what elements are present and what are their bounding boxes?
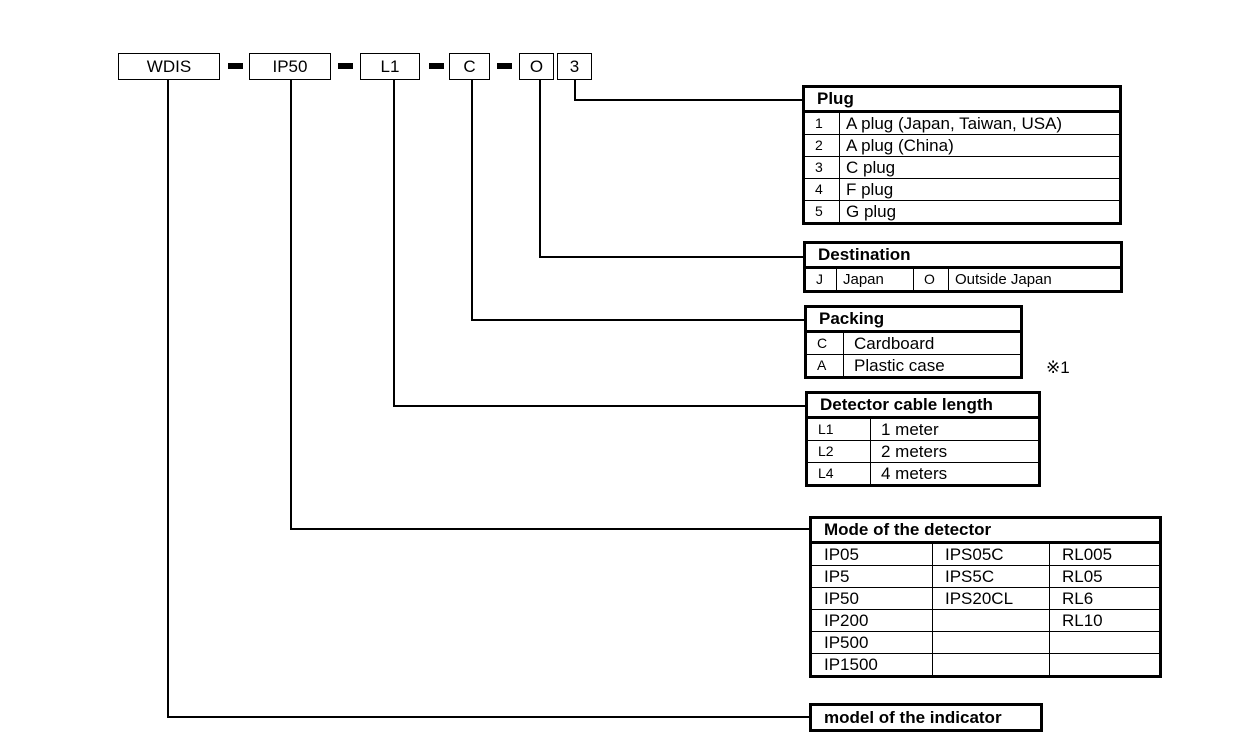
cable-label: 4 meters <box>870 462 1040 486</box>
plug-code: 2 <box>803 134 840 157</box>
packing-code: A <box>805 354 844 378</box>
packing-label: Cardboard <box>843 331 1022 355</box>
plug-title: Plug <box>803 86 1121 113</box>
separator-dash <box>338 63 353 69</box>
packing-label: Plastic case <box>843 354 1022 378</box>
detector-cell: IPS20CL <box>932 587 1050 610</box>
plug-label: A plug (Japan, Taiwan, USA) <box>839 111 1121 135</box>
table-row: J Japan O Outside Japan <box>804 267 1122 292</box>
separator-dash <box>497 63 512 69</box>
detector-cell <box>932 631 1050 654</box>
packing-note: ※1 <box>1046 358 1070 377</box>
table-row: IP1500 <box>810 653 1161 677</box>
packing-code: C <box>805 331 844 355</box>
detector-cell: IPS05C <box>932 542 1050 566</box>
code-segment-cable: L1 <box>360 53 420 80</box>
cable-label: 2 meters <box>870 440 1040 463</box>
detector-cell <box>932 653 1050 677</box>
plug-code: 1 <box>803 111 840 135</box>
table-row: IP500 <box>810 631 1161 654</box>
connector-destination <box>539 80 803 258</box>
destination-label: Japan <box>836 267 914 292</box>
separator-dash <box>228 63 243 69</box>
connector-packing <box>471 80 805 321</box>
cable-label: 1 meter <box>870 417 1040 441</box>
detector-cell: IP200 <box>810 609 933 632</box>
code-segment-detector: IP50 <box>249 53 331 80</box>
plug-label: C plug <box>839 156 1121 179</box>
destination-table: Destination J Japan O Outside Japan <box>803 241 1123 293</box>
plug-code: 4 <box>803 178 840 201</box>
destination-code: J <box>804 267 837 292</box>
connector-indicator <box>167 80 810 718</box>
code-segment-packing: C <box>449 53 490 80</box>
detector-cell: RL05 <box>1049 565 1161 588</box>
plug-label: F plug <box>839 178 1121 201</box>
table-row: IP200 RL10 <box>810 609 1161 632</box>
indicator-title: model of the indicator <box>809 703 1043 732</box>
detector-cell <box>932 609 1050 632</box>
code-segment-destination: O <box>519 53 554 80</box>
cable-code: L1 <box>806 417 871 441</box>
cable-title: Detector cable length <box>806 392 1040 419</box>
detector-cell: IP1500 <box>810 653 933 677</box>
connector-detector <box>290 80 810 530</box>
plug-code: 5 <box>803 200 840 224</box>
detector-title: Mode of the detector <box>810 517 1161 544</box>
plug-label: A plug (China) <box>839 134 1121 157</box>
detector-cell: IP05 <box>810 542 933 566</box>
plug-code: 3 <box>803 156 840 179</box>
plug-label: G plug <box>839 200 1121 224</box>
packing-title: Packing <box>805 306 1022 333</box>
detector-cell <box>1049 631 1161 654</box>
cable-code: L4 <box>806 462 871 486</box>
detector-cell: IP500 <box>810 631 933 654</box>
cable-code: L2 <box>806 440 871 463</box>
connector-cable <box>393 80 806 407</box>
detector-cell: RL10 <box>1049 609 1161 632</box>
separator-dash <box>429 63 444 69</box>
detector-cell <box>1049 653 1161 677</box>
detector-cell: RL005 <box>1049 542 1161 566</box>
detector-cell: IP5 <box>810 565 933 588</box>
detector-cell: IP50 <box>810 587 933 610</box>
detector-cell: IPS5C <box>932 565 1050 588</box>
connector-plug <box>574 80 803 101</box>
detector-cell: RL6 <box>1049 587 1161 610</box>
destination-code: O <box>913 267 949 292</box>
destination-label: Outside Japan <box>948 267 1122 292</box>
code-segment-plug: 3 <box>557 53 592 80</box>
code-segment-indicator: WDIS <box>118 53 220 80</box>
destination-title: Destination <box>804 242 1122 269</box>
